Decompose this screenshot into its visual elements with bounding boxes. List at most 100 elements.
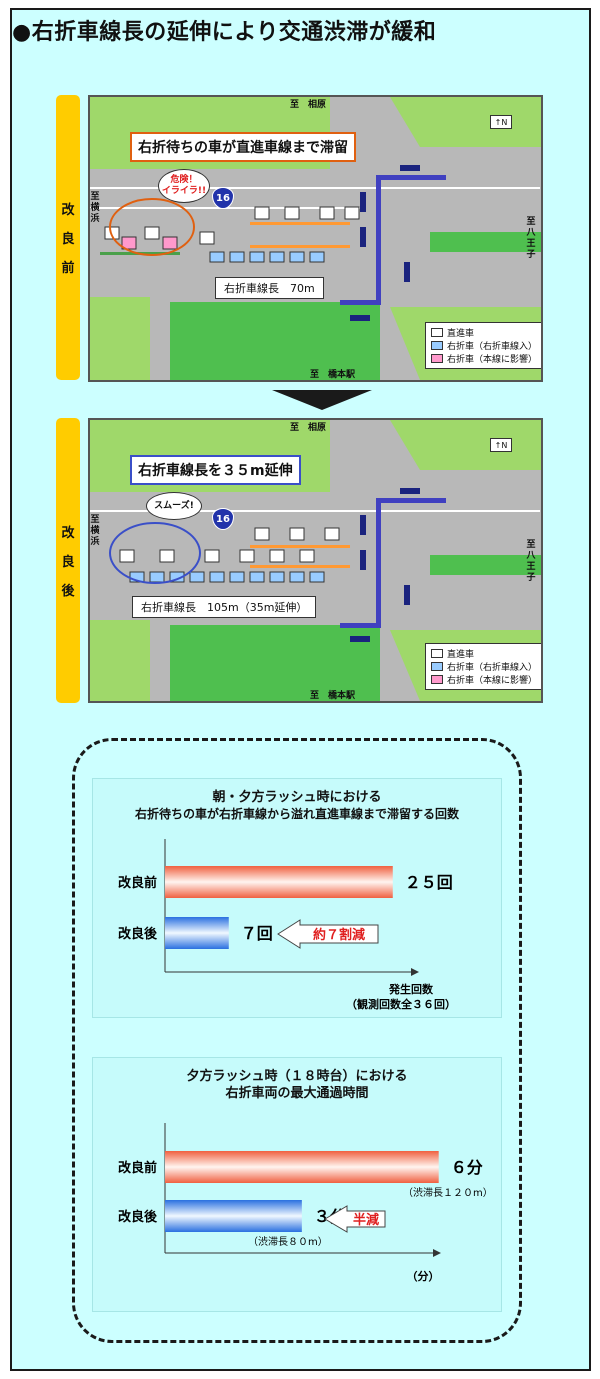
before-side-char: 改 — [61, 203, 75, 218]
before-side-char: 良 — [61, 232, 75, 247]
legend-row: 右折車（右折車線入） — [431, 339, 537, 352]
after-side-label: 改 良 後 — [56, 418, 80, 703]
after-legend: 直進車 右折車（右折車線入） 右折車（本線に影響） — [425, 643, 541, 690]
legend-row: 右折車（本線に影響） — [431, 352, 537, 365]
legend-row: 直進車 — [431, 326, 537, 339]
x-axis-label-note: （観測回数全３６回） — [346, 997, 456, 1011]
legend-label: 直進車 — [447, 329, 475, 339]
category-label: 改良前 — [118, 1160, 157, 1176]
x-axis-label: （分） — [407, 1269, 440, 1283]
after-smooth-bubble: スムーズ! — [146, 492, 202, 520]
place-west-char: 浜 — [90, 537, 100, 547]
legend-swatch — [431, 649, 443, 658]
legend-swatch — [431, 328, 443, 337]
place-east-char: 至 — [526, 217, 536, 227]
legend-swatch — [431, 675, 443, 684]
place-east-char: 子 — [526, 250, 536, 260]
bubble-text: スムーズ! — [154, 500, 194, 511]
data-label: ７回 — [241, 924, 273, 943]
legend-row: 右折車（本線に影響） — [431, 673, 537, 686]
reduction-annotation: 約７割減 — [313, 927, 365, 943]
before-legend: 直進車 右折車（右折車線入） 右折車（本線に影響） — [425, 322, 541, 369]
route-16-icon: 16 — [212, 508, 234, 530]
legend-row: 右折車（右折車線入） — [431, 660, 537, 673]
north-arrow-icon: ↑N — [490, 115, 512, 129]
reduction-arrow-icon — [277, 919, 379, 949]
down-arrow-icon — [272, 390, 372, 410]
bar-before — [165, 866, 393, 898]
legend-label: 直進車 — [447, 650, 475, 660]
place-west-char: 至 — [90, 515, 100, 525]
place-south: 至 橋本駅 — [310, 370, 356, 380]
place-west: 至 横 浜 — [90, 192, 100, 225]
data-note: （渋滞長８０m） — [248, 1235, 328, 1248]
legend-label: 右折車（右折車線入） — [447, 663, 538, 673]
chart-1-title-line: 朝・夕方ラッシュ時における — [212, 790, 382, 805]
data-note: （渋滞長１２０m） — [403, 1186, 493, 1199]
legend-swatch — [431, 662, 443, 671]
place-east-char: 王 — [526, 562, 536, 572]
before-side-char: 前 — [61, 261, 75, 276]
bubble-text: 危険！ — [170, 175, 198, 185]
before-lane-length: 右折車線長 70m — [215, 277, 324, 299]
chart-1-title-line: 右折待ちの車が右折車線から溢れ直進車線まで滞留する回数 — [134, 807, 459, 821]
category-label: 改良後 — [118, 1209, 158, 1225]
place-east: 至 八 王 子 — [526, 540, 536, 584]
chart-1-panel: 朝・夕方ラッシュ時における 右折待ちの車が右折車線から溢れ直進車線まで滞留する回… — [92, 778, 502, 1018]
legend-swatch — [431, 341, 443, 350]
x-axis-label: 発生回数 — [388, 982, 434, 996]
legend-label: 右折車（右折車線入） — [447, 342, 538, 352]
data-label: ２５回 — [405, 873, 453, 892]
place-west: 至 横 浜 — [90, 515, 100, 548]
after-intersection-map: 右折車線長を３５m延伸 スムーズ! 16 右折車線長 105m（35m延伸） 至… — [88, 418, 543, 703]
after-callout: 右折車線長を３５m延伸 — [130, 455, 301, 485]
chart-2-title-line: 夕方ラッシュ時（１８時台）における — [186, 1069, 408, 1084]
chart-2-panel: 夕方ラッシュ時（１８時台）における 右折車両の最大通過時間 改良前 ６分 （渋滞長１… — [92, 1057, 502, 1312]
data-label: ６分 — [451, 1158, 483, 1177]
before-intersection-map: 右折待ちの車が直進車線まで滞留 危険！ イライラ!! 16 右折車線長 70m … — [88, 95, 543, 382]
route-16-icon: 16 — [212, 187, 234, 209]
before-side-label: 改 良 前 — [56, 95, 80, 380]
page-title: ●右折車線長の延伸により交通渋滞が緩和 — [12, 20, 437, 45]
legend-swatch — [431, 354, 443, 363]
place-east-char: 八 — [526, 551, 536, 561]
place-east-char: 至 — [526, 540, 536, 550]
north-arrow-icon: ↑N — [490, 438, 512, 452]
legend-label: 右折車（本線に影響） — [447, 676, 538, 686]
after-side-char: 改 — [61, 526, 75, 541]
after-side-char: 後 — [61, 584, 75, 599]
before-callout: 右折待ちの車が直進車線まで滞留 — [130, 132, 356, 162]
place-west-char: 横 — [90, 203, 100, 213]
place-east: 至 八 王 子 — [526, 217, 536, 261]
place-west-char: 浜 — [90, 214, 100, 224]
category-label: 改良前 — [118, 875, 157, 891]
chart-1-title: 朝・夕方ラッシュ時における 右折待ちの車が右折車線から溢れ直進車線まで滞留する回… — [93, 789, 501, 823]
chart-2-title-line: 右折車両の最大通過時間 — [225, 1086, 369, 1101]
place-east-char: 八 — [526, 228, 536, 238]
charts-dashed-frame — [72, 738, 522, 1343]
x-axis-arrow-icon — [433, 1249, 441, 1257]
legend-row: 直進車 — [431, 647, 537, 660]
place-west-char: 横 — [90, 526, 100, 536]
after-side-char: 良 — [61, 555, 75, 570]
place-north: 至 相原 — [290, 100, 327, 110]
chart-2-title: 夕方ラッシュ時（１８時台）における 右折車両の最大通過時間 — [93, 1068, 501, 1102]
reduction-annotation: 半減 — [353, 1212, 379, 1228]
reduction-arrow-icon — [324, 1205, 386, 1233]
place-south: 至 橋本駅 — [310, 691, 356, 701]
bar-after — [165, 917, 229, 949]
before-danger-bubble: 危険！ イライラ!! — [158, 169, 210, 203]
bar-before — [165, 1151, 439, 1183]
after-lane-length: 右折車線長 105m（35m延伸） — [132, 596, 317, 618]
bubble-text: イライラ!! — [161, 186, 207, 196]
x-axis-arrow-icon — [411, 968, 419, 976]
place-west-char: 至 — [90, 192, 100, 202]
bar-after — [165, 1200, 302, 1232]
place-north: 至 相原 — [290, 423, 327, 433]
category-label: 改良後 — [118, 926, 158, 942]
place-east-char: 子 — [526, 573, 536, 583]
place-east-char: 王 — [526, 239, 536, 249]
legend-label: 右折車（本線に影響） — [447, 355, 538, 365]
